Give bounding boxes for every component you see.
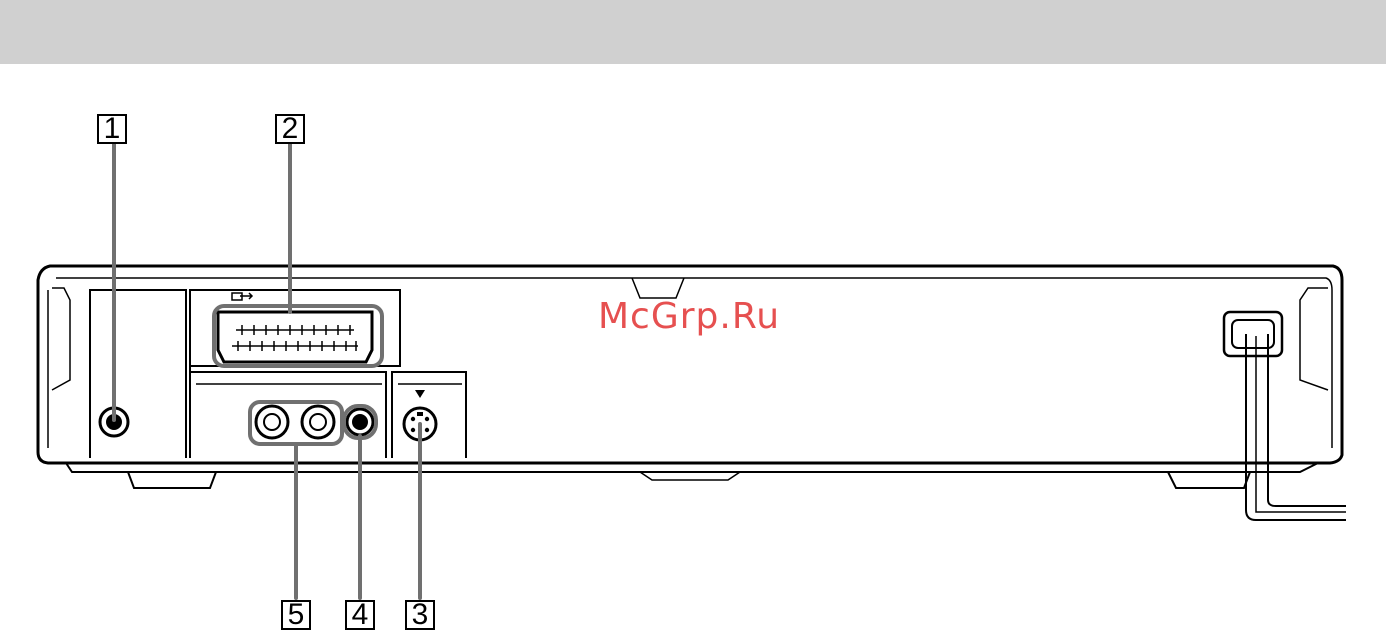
callout-1: 1 (97, 114, 127, 144)
left-side-recess (52, 288, 70, 390)
callout-4: 4 (345, 600, 375, 630)
right-side-recess (1300, 288, 1328, 390)
jack-audio-r (302, 406, 334, 438)
callout-2: 2 (275, 114, 305, 144)
highlight-scart (214, 306, 382, 366)
callout-3: 3 (405, 600, 435, 630)
foot-left (128, 472, 216, 488)
scart-output-icon (232, 293, 252, 300)
jack-audio-l (256, 406, 288, 438)
triangle-down-icon (415, 390, 425, 398)
power-cord (1246, 334, 1346, 520)
foot-middle (640, 472, 740, 480)
top-notch (632, 278, 684, 298)
scart-pin-ticks (238, 325, 356, 351)
watermark-text: McGrp.Ru (598, 296, 780, 337)
jack-4-inner (353, 415, 367, 429)
section-3-box (392, 372, 466, 458)
foot-right (1168, 472, 1250, 488)
scart-connector (218, 312, 372, 362)
callout-5: 5 (281, 600, 311, 630)
